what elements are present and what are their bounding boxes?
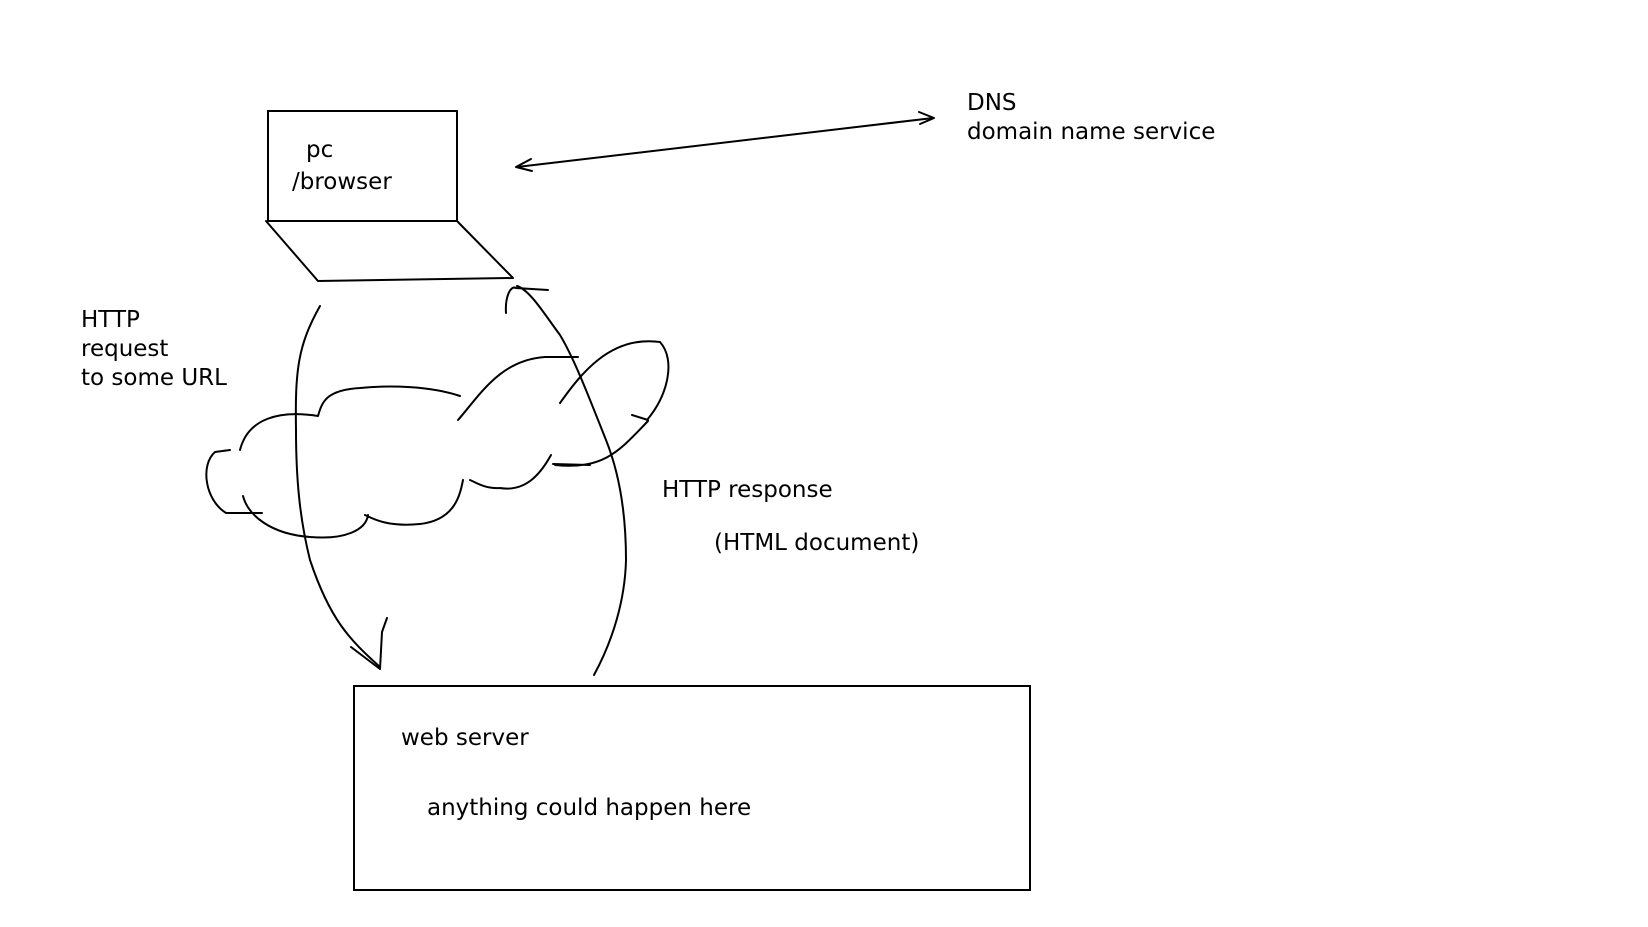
pc-label-line2: /browser — [292, 169, 392, 195]
http-request-arrowhead — [350, 617, 388, 670]
laptop-screen — [267, 110, 458, 222]
web-server-label: web server — [401, 725, 529, 751]
http-request-label-line2: request — [81, 336, 169, 362]
http-request-label-line3: to some URL — [81, 365, 227, 391]
http-response-arrowhead — [504, 286, 549, 314]
http-response-arrow — [516, 285, 627, 676]
html-document-label: (HTML document) — [714, 530, 920, 556]
dns-arrowhead-left — [515, 158, 533, 172]
dns-label-line1: DNS — [967, 90, 1017, 116]
web-server-box — [353, 685, 1031, 891]
laptop-base — [265, 220, 514, 282]
pc-label-line1: pc — [306, 137, 334, 163]
http-response-label: HTTP response — [662, 477, 833, 503]
web-server-description: anything could happen here — [427, 795, 752, 821]
dns-label-line2: domain name service — [967, 119, 1216, 145]
http-request-label-line1: HTTP — [81, 307, 140, 333]
internet-cloud — [205, 340, 670, 539]
http-request-arrow — [294, 305, 381, 668]
dns-arrow-line — [516, 117, 934, 168]
dns-arrowhead-right — [918, 111, 935, 125]
